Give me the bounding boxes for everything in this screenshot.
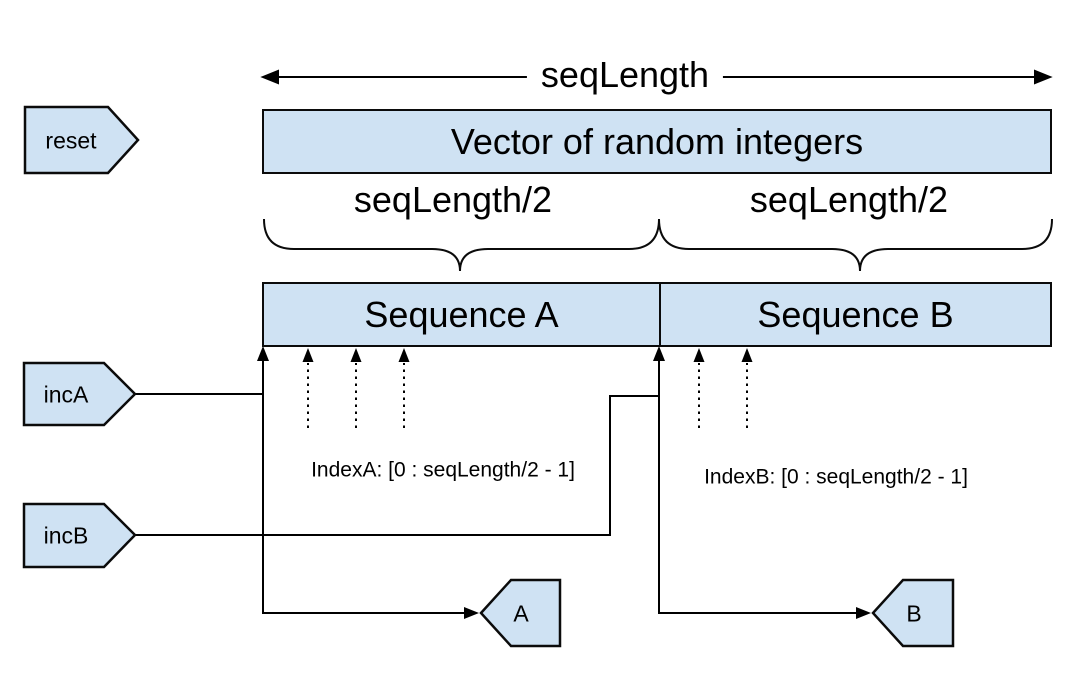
- arrowhead-right-icon: [1034, 69, 1053, 85]
- inca-pentagon: [22, 361, 137, 427]
- reset-pentagon: [23, 105, 140, 175]
- arrowhead-left-icon: [260, 69, 279, 85]
- sequence-a-box: Sequence A: [262, 282, 661, 347]
- inca-label: incA: [43, 381, 89, 408]
- vector-box-label: Vector of random integers: [450, 120, 864, 162]
- dotted-index-arrows: [302, 348, 753, 428]
- right-half-brace: [658, 218, 1053, 272]
- sequence-b-box: Sequence B: [659, 282, 1052, 347]
- arrow-into-b-icon: [856, 607, 871, 619]
- incb-wire: [135, 395, 659, 536]
- seqlength-half-left-label: seqLength/2: [353, 179, 553, 220]
- pentagon-shapes: [22, 105, 955, 648]
- seqlength-dimension-label: seqLength: [526, 57, 724, 93]
- seqlength-half-right-label: seqLength/2: [749, 179, 949, 220]
- left-half-brace: [263, 218, 660, 272]
- arrow-up-b-icon: [653, 346, 665, 361]
- arrow-up-a-icon: [257, 346, 269, 361]
- out-b-pentagon: [871, 578, 955, 648]
- arrow-into-a-icon: [464, 607, 479, 619]
- index-a-range-label: IndexA: [0 : seqLength/2 - 1]: [311, 458, 575, 482]
- wires: [135, 359, 858, 614]
- vector-of-random-integers-box: Vector of random integers: [262, 109, 1052, 174]
- reset-label: reset: [45, 127, 97, 154]
- incb-pentagon: [22, 502, 137, 569]
- out-a-label: A: [513, 600, 529, 627]
- sequence-b-label: Sequence B: [757, 293, 954, 335]
- wire-arrowheads: [257, 346, 871, 619]
- index-b-range-label: IndexB: [0 : seqLength/2 - 1]: [704, 465, 968, 489]
- incb-label: incB: [43, 522, 89, 549]
- out-a-pentagon: [479, 578, 562, 648]
- sequence-a-label: Sequence A: [364, 293, 559, 335]
- out-b-label: B: [906, 600, 922, 627]
